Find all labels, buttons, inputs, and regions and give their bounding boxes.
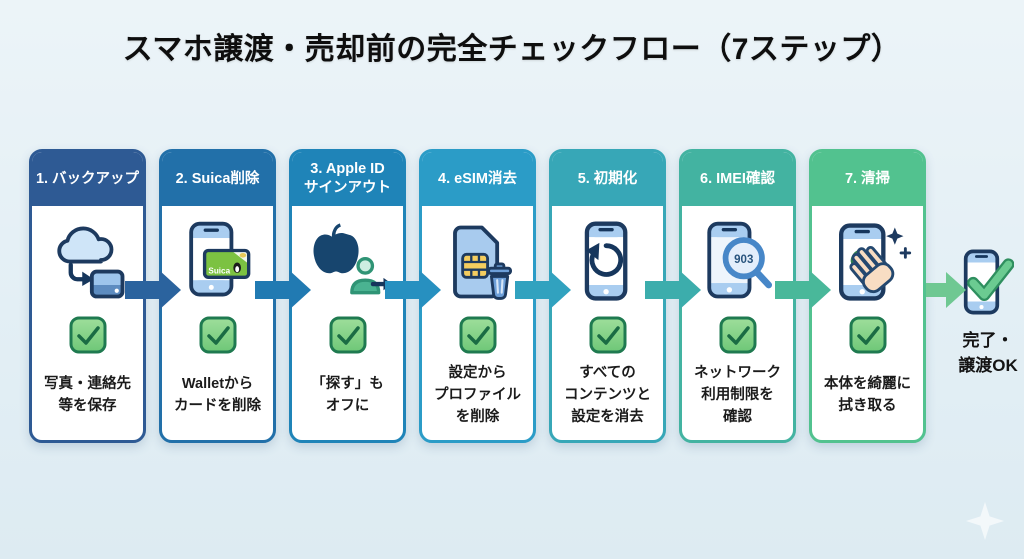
step-flow: 1. バックアップ 写真・連絡 — [29, 149, 926, 443]
flow-arrow-icon — [926, 269, 966, 311]
final-caption: 完了・ 譲渡OK — [958, 331, 1018, 375]
flow-arrow-icon — [125, 268, 181, 312]
final-result: 完了・ 譲渡OK — [950, 246, 1024, 378]
sparkle-icon — [966, 502, 1004, 540]
cloud-backup-icon — [42, 211, 134, 313]
flow-arrow-icon — [775, 268, 831, 312]
flow-arrow-icon — [255, 268, 311, 312]
step-header: 7. 清掃 — [812, 152, 923, 206]
esim-erase-icon — [432, 211, 524, 313]
svg-text:Suica: Suica — [208, 267, 230, 276]
flow-arrow-icon — [515, 268, 571, 312]
checkmark-icon — [848, 315, 888, 360]
step-header: 6. IMEI確認 — [682, 152, 793, 206]
flow-arrow-icon — [385, 268, 441, 312]
imei-check-icon: 903 — [692, 211, 784, 313]
step-caption: ネットワーク 利用制限を 確認 — [694, 365, 781, 425]
checkmark-icon — [328, 315, 368, 360]
step-header: 1. バックアップ — [32, 152, 143, 206]
step-caption: 「探す」も オフに — [311, 376, 384, 414]
step-caption: Walletから カードを削除 — [174, 376, 261, 414]
flow-arrow-icon — [645, 268, 701, 312]
step-caption: すべての コンテンツと 設定を消去 — [564, 365, 651, 425]
suica-delete-icon: Suica — [172, 211, 264, 313]
step-header: 3. Apple ID サインアウト — [292, 152, 403, 206]
checkmark-icon — [68, 315, 108, 360]
step-caption: 本体を綺麗に 拭き取る — [824, 376, 911, 414]
cleaning-icon — [822, 211, 914, 313]
step-header: 2. Suica削除 — [162, 152, 273, 206]
step-card-reset: 5. 初期化 すべての コンテンツと 設定を消去 — [549, 149, 666, 443]
factory-reset-icon — [562, 211, 654, 313]
step-card-cleaning: 7. 清掃 — [809, 149, 926, 443]
step-header: 4. eSIM消去 — [422, 152, 533, 206]
step-card-suica: 2. Suica削除 Suica — [159, 149, 276, 443]
phone-done-icon — [963, 249, 1015, 315]
checkmark-icon — [588, 315, 628, 360]
page-title: スマホ譲渡・売却前の完全チェックフロー（7ステップ） — [122, 33, 902, 66]
checkmark-icon — [718, 315, 758, 360]
step-card-appleid: 3. Apple ID サインアウト 「探す」も オフに — [289, 149, 406, 443]
step-caption: 写真・連絡先 等を保存 — [44, 376, 131, 414]
checkmark-icon — [458, 315, 498, 360]
checkmark-icon — [198, 315, 238, 360]
svg-text:903: 903 — [734, 254, 753, 266]
step-caption: 設定から プロファイル を削除 — [434, 365, 521, 425]
apple-signout-icon — [302, 211, 394, 313]
step-header: 5. 初期化 — [552, 152, 663, 206]
